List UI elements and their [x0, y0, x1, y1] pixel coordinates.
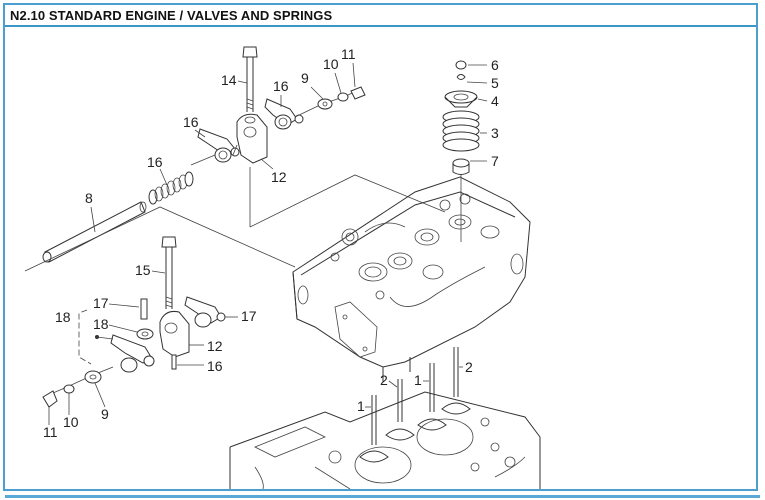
- callout-18: 18: [93, 316, 109, 332]
- callout-5: 5: [491, 75, 499, 91]
- callout-16-upper-right: 16: [273, 78, 289, 94]
- callout-10-upper: 10: [323, 56, 339, 72]
- bottom-divider: [5, 495, 760, 498]
- parts-diagram: 6 5 4 3 7: [5, 27, 756, 489]
- callout-12-lower: 12: [207, 338, 223, 354]
- rocker-spring-coils: [148, 171, 194, 205]
- lower-rocker-assembly: [42, 236, 226, 408]
- valve-spring-stack: [442, 60, 480, 242]
- callout-13-lower: 15: [135, 262, 151, 278]
- title-bar: N2.10 STANDARD ENGINE / VALVES AND SPRIN…: [5, 5, 756, 27]
- callout-4: 4: [491, 93, 499, 109]
- callout-8: 8: [85, 190, 93, 206]
- callout-11-upper: 11: [341, 46, 356, 62]
- exploded-view-drawing: 6 5 4 3 7: [24, 46, 541, 489]
- callout-17: 17: [93, 295, 109, 311]
- callout-10-lower: 10: [63, 414, 79, 430]
- callout-2-right: 2: [465, 359, 473, 375]
- callout-16-upper-left: 16: [183, 114, 199, 130]
- callout-3: 3: [491, 125, 499, 141]
- assembly-leader-lower: [24, 206, 296, 272]
- callout-7: 7: [491, 153, 499, 169]
- callout-15: 16: [147, 154, 163, 170]
- upper-rocker-assembly: [42, 46, 366, 263]
- callout-9-lower: 9: [101, 406, 109, 422]
- callout-2-left: 2: [380, 372, 388, 388]
- callout-9-upper: 9: [301, 70, 309, 86]
- callout-6: 6: [491, 57, 499, 73]
- diagram-panel: N2.10 STANDARD ENGINE / VALVES AND SPRIN…: [3, 3, 758, 491]
- callout-12-upper: 12: [271, 169, 287, 185]
- page-title: N2.10 STANDARD ENGINE / VALVES AND SPRIN…: [10, 8, 333, 23]
- assembly-leader-upper: [249, 174, 446, 228]
- callout-16-assy: 18: [55, 309, 71, 325]
- callout-1-left: 1: [357, 398, 365, 414]
- callout-16-lower-right: 17: [241, 308, 257, 324]
- valves: [359, 347, 471, 463]
- callout-1-right: 1: [414, 372, 422, 388]
- callout-13-upper: 14: [221, 72, 237, 88]
- engine-block: [229, 391, 541, 489]
- cylinder-head: [292, 176, 531, 382]
- callout-14: 16: [207, 358, 223, 374]
- callout-11-lower: 11: [43, 424, 58, 440]
